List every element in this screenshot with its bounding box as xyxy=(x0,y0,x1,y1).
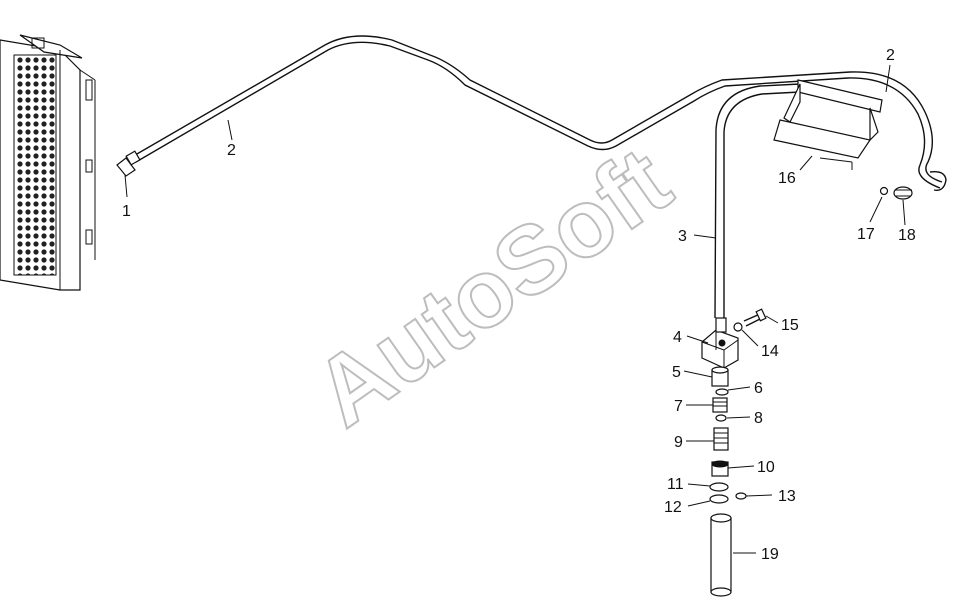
callouts: 1 2 2 3 4 5 6 7 8 9 10 11 12 13 14 15 16… xyxy=(122,47,916,563)
fitting-stack xyxy=(709,366,747,504)
callout-7: 7 xyxy=(674,398,683,415)
callout-3: 3 xyxy=(678,228,687,245)
leader-lines xyxy=(124,64,906,554)
callout-8: 8 xyxy=(754,410,763,427)
callout-10: 10 xyxy=(757,459,775,476)
callout-14: 14 xyxy=(761,343,779,360)
bracket-16 xyxy=(773,79,883,170)
callout-9: 9 xyxy=(674,434,683,451)
callout-4: 4 xyxy=(673,329,682,346)
callout-6: 6 xyxy=(754,380,763,397)
block-4 xyxy=(701,317,739,369)
pipe-long xyxy=(129,35,943,189)
callout-17: 17 xyxy=(857,226,875,243)
fitting-1 xyxy=(116,150,141,177)
radiator xyxy=(0,34,96,291)
callout-19: 19 xyxy=(761,546,779,563)
tube-19 xyxy=(710,513,732,597)
callout-13: 13 xyxy=(778,488,796,505)
callout-2-right: 2 xyxy=(886,47,895,64)
parts-17-18 xyxy=(879,170,947,200)
callout-1: 1 xyxy=(122,203,131,220)
callout-15: 15 xyxy=(781,317,799,334)
callout-5: 5 xyxy=(672,364,681,381)
bolt-14-15 xyxy=(733,308,767,332)
callout-18: 18 xyxy=(898,227,916,244)
callout-11: 11 xyxy=(667,476,684,493)
callout-2-left: 2 xyxy=(227,142,236,159)
callout-12: 12 xyxy=(664,499,682,516)
watermark: AutoSoft xyxy=(296,127,689,447)
pipe-3 xyxy=(714,83,801,319)
callout-16: 16 xyxy=(778,170,796,187)
